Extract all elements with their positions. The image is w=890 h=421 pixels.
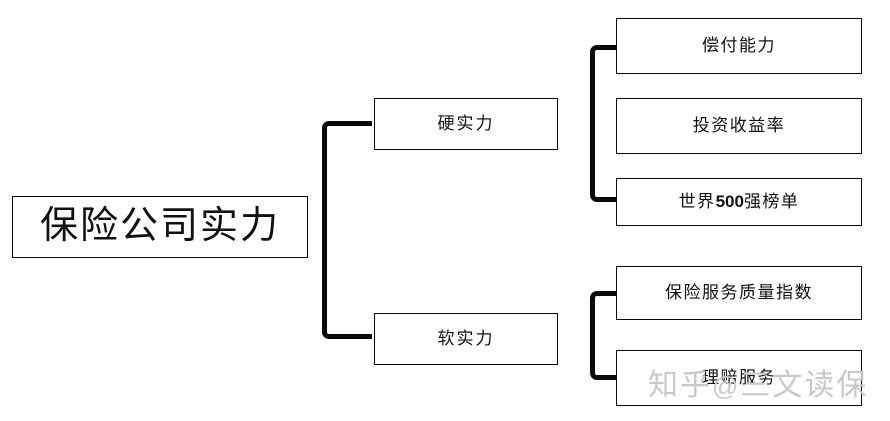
diagram-node-fortune-500-list-label: 世界500强榜单 (678, 191, 800, 212)
diagram-node-solvency-label: 偿付能力 (702, 35, 776, 55)
diagram-node-service-quality-index: 保险服务质量指数 (616, 266, 862, 320)
diagram-node-hard-strength-label: 硬实力 (437, 113, 495, 133)
fortune-label-suffix: 强榜单 (743, 191, 800, 211)
diagram-node-solvency: 偿付能力 (616, 18, 862, 74)
diagram-node-investment-return-rate: 投资收益率 (616, 98, 862, 154)
diagram-node-claims-service: 理赔服务 (616, 350, 862, 406)
connector-bracket-root (322, 121, 372, 339)
diagram-node-soft-strength: 软实力 (374, 313, 558, 365)
diagram-node-investment-return-rate-label: 投资收益率 (692, 115, 786, 135)
diagram-node-hard-strength: 硬实力 (374, 98, 558, 150)
diagram-node-root: 保险公司实力 (12, 196, 308, 258)
diagram-node-fortune-500-list: 世界500强榜单 (616, 178, 862, 226)
fortune-label-number: 500 (715, 191, 744, 211)
connector-bracket-hard-strength (590, 45, 618, 202)
diagram-node-service-quality-index-label: 保险服务质量指数 (665, 282, 813, 302)
diagram-node-soft-strength-label: 软实力 (437, 328, 495, 348)
diagram-node-claims-service-label: 理赔服务 (702, 367, 776, 387)
diagram-node-root-label: 保险公司实力 (39, 205, 280, 248)
connector-bracket-soft-strength (590, 291, 618, 380)
fortune-label-prefix: 世界 (678, 191, 716, 211)
